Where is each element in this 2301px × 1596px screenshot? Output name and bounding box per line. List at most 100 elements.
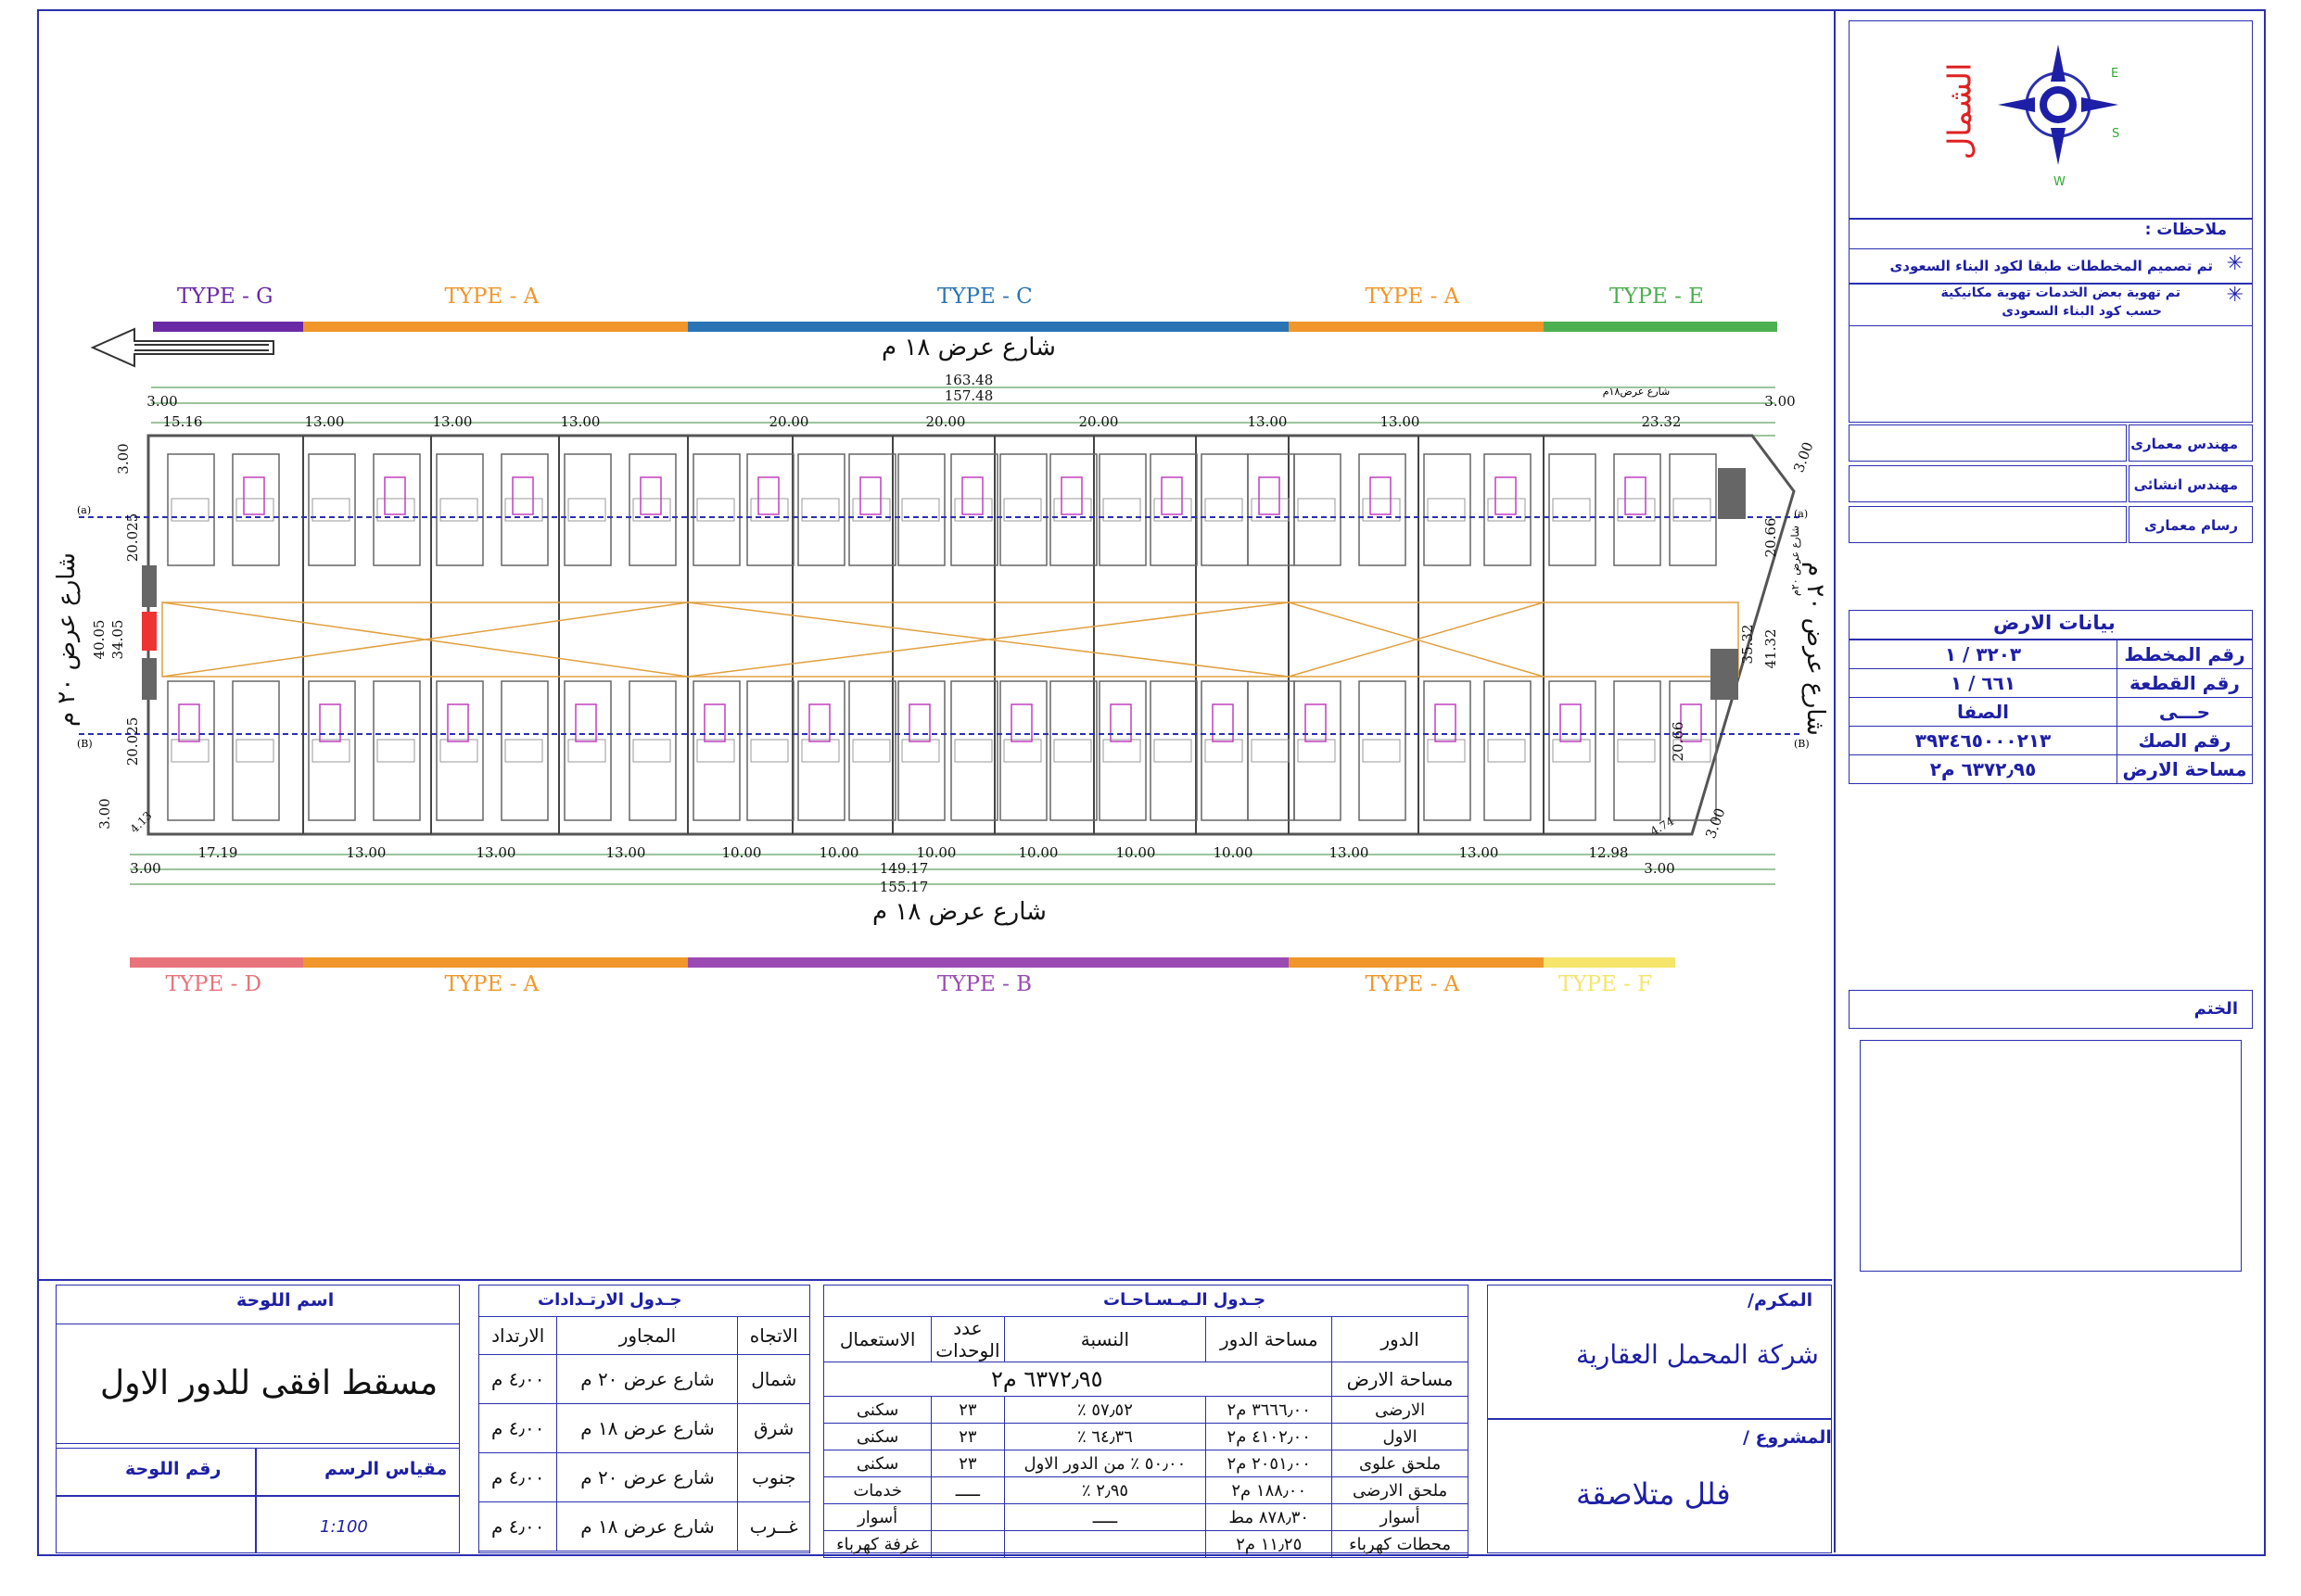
svg-text:41.32: 41.32: [1762, 629, 1779, 669]
room-block: [436, 453, 484, 566]
type-label: TYPE - B: [937, 972, 1033, 996]
room-subdivision: [439, 498, 478, 522]
room-subdivision: [1102, 739, 1141, 763]
svg-text:34.05: 34.05: [109, 620, 126, 660]
project-box: [1487, 1419, 1832, 1553]
room-block: [232, 453, 280, 566]
room-subdivision: [852, 498, 891, 522]
svg-text:3.00: 3.00: [1702, 806, 1728, 842]
room-subdivision: [439, 739, 478, 763]
setbacks-cell: ٤٫٠٠ م: [477, 1354, 558, 1404]
room-block: [1293, 453, 1341, 566]
section-lines: [79, 516, 1803, 735]
svg-text:20.66: 20.66: [1762, 518, 1779, 558]
room-subdivision: [1672, 498, 1711, 522]
areas-header: الاستعمال: [822, 1316, 933, 1362]
type-label: TYPE - A: [1365, 972, 1460, 996]
land-data-header: [1849, 610, 2253, 640]
areas-cell: ٥٧٫٥٢ ٪: [1003, 1396, 1207, 1424]
type-label: TYPE - F: [1558, 972, 1653, 996]
street-left: شارع عرض ٢٠ م: [53, 552, 81, 727]
sheet-no-label-box: [56, 1448, 256, 1496]
land-key: حـــى: [2117, 697, 2253, 727]
scale-value-box: [256, 1496, 460, 1553]
room-subdivision: [376, 498, 415, 522]
stair-block: [243, 476, 265, 515]
note-1: تم تصميم المخططات طبقا لكود البناء السعو…: [1889, 258, 2213, 274]
type-bar-segment: [688, 957, 1289, 968]
room-subdivision: [1251, 739, 1290, 763]
room-subdivision: [1102, 498, 1141, 522]
areas-cell: محطات كهرباء: [1331, 1530, 1468, 1558]
type-bar-segment: [688, 322, 1289, 332]
areas-cell: غرفة كهرباء: [822, 1530, 933, 1558]
room-block: [1150, 680, 1198, 821]
role-drafter: [1849, 506, 2127, 543]
room-block: [897, 453, 946, 566]
dim-bottom-segment: 13.00: [606, 844, 646, 861]
areas-cell: ٢٫٩٥ ٪: [1003, 1476, 1207, 1504]
dim-bottom-segment: 10.00: [722, 844, 762, 861]
stair-block: [1161, 476, 1183, 515]
room-block: [848, 453, 896, 566]
room-block: [999, 680, 1048, 821]
sheet-name-label: اسم اللوحة: [236, 1290, 335, 1311]
areas-cell: ٥٠٫٠٠ ٪ من الدور الاول: [1003, 1450, 1207, 1477]
dim-top-segment: 13.00: [1380, 413, 1420, 430]
areas-cell: ٢٣: [931, 1396, 1005, 1424]
room-subdivision: [235, 498, 274, 522]
areas-cell: ملحق الارضى: [1331, 1476, 1468, 1504]
note-2-box: [1849, 284, 2253, 326]
room-subdivision: [1053, 739, 1092, 763]
stair-block: [640, 476, 662, 515]
room-block: [797, 453, 845, 566]
type-bar-segment: [303, 957, 688, 968]
room-subdivision: [1251, 498, 1290, 522]
stair-block: [757, 476, 780, 515]
note-bullet-icon: ✳: [2226, 252, 2244, 275]
direction-arrow: [90, 327, 274, 368]
room-block: [1049, 680, 1098, 821]
dim-top-overall: 163.48: [945, 372, 994, 388]
room-subdivision: [1297, 498, 1336, 522]
areas-cell: أسوار: [822, 1503, 933, 1531]
dim-left: 3.00 20.025 40.05 34.05 20.025 3.00 4.13: [91, 443, 155, 835]
land-key: رقم المخطط: [2117, 640, 2253, 669]
room-block: [1548, 680, 1596, 821]
room-block: [1099, 453, 1147, 566]
areas-cell: الاول: [1331, 1423, 1468, 1450]
areas-cell: ٨٧٨٫٣٠ مط: [1205, 1503, 1333, 1531]
room-subdivision: [1427, 739, 1466, 763]
dim-top-segment: 15.16: [163, 413, 203, 430]
room-subdivision: [235, 739, 274, 763]
sheet-name-value-box: [56, 1324, 460, 1444]
room-subdivision: [1003, 739, 1042, 763]
room-subdivision: [1153, 739, 1192, 763]
room-subdivision: [376, 739, 415, 763]
central-passage: [161, 602, 1739, 678]
areas-cell: ٣٦٦٦٫٠٠ م٢: [1205, 1396, 1333, 1424]
room-subdivision: [1362, 739, 1401, 763]
areas-header: عدد الوحدات: [931, 1316, 1005, 1362]
type-bar-segment: [303, 322, 688, 332]
room-block: [1201, 680, 1249, 821]
stair-block: [1559, 703, 1582, 742]
dim-bottom-segment: 13.00: [477, 844, 516, 861]
compass-icon: E S W: [1998, 44, 2119, 189]
room-subdivision: [567, 739, 606, 763]
section-marks: (a) (B) (a) (B): [77, 504, 1810, 750]
svg-text:(B): (B): [1794, 738, 1810, 750]
dim-top-segment: 20.00: [926, 413, 966, 430]
type-label: TYPE - C: [937, 285, 1033, 309]
svg-text:3.00: 3.00: [1790, 440, 1816, 475]
room-block: [501, 453, 549, 566]
stair-block: [1212, 703, 1234, 742]
areas-cell: ٢٣: [931, 1423, 1005, 1450]
